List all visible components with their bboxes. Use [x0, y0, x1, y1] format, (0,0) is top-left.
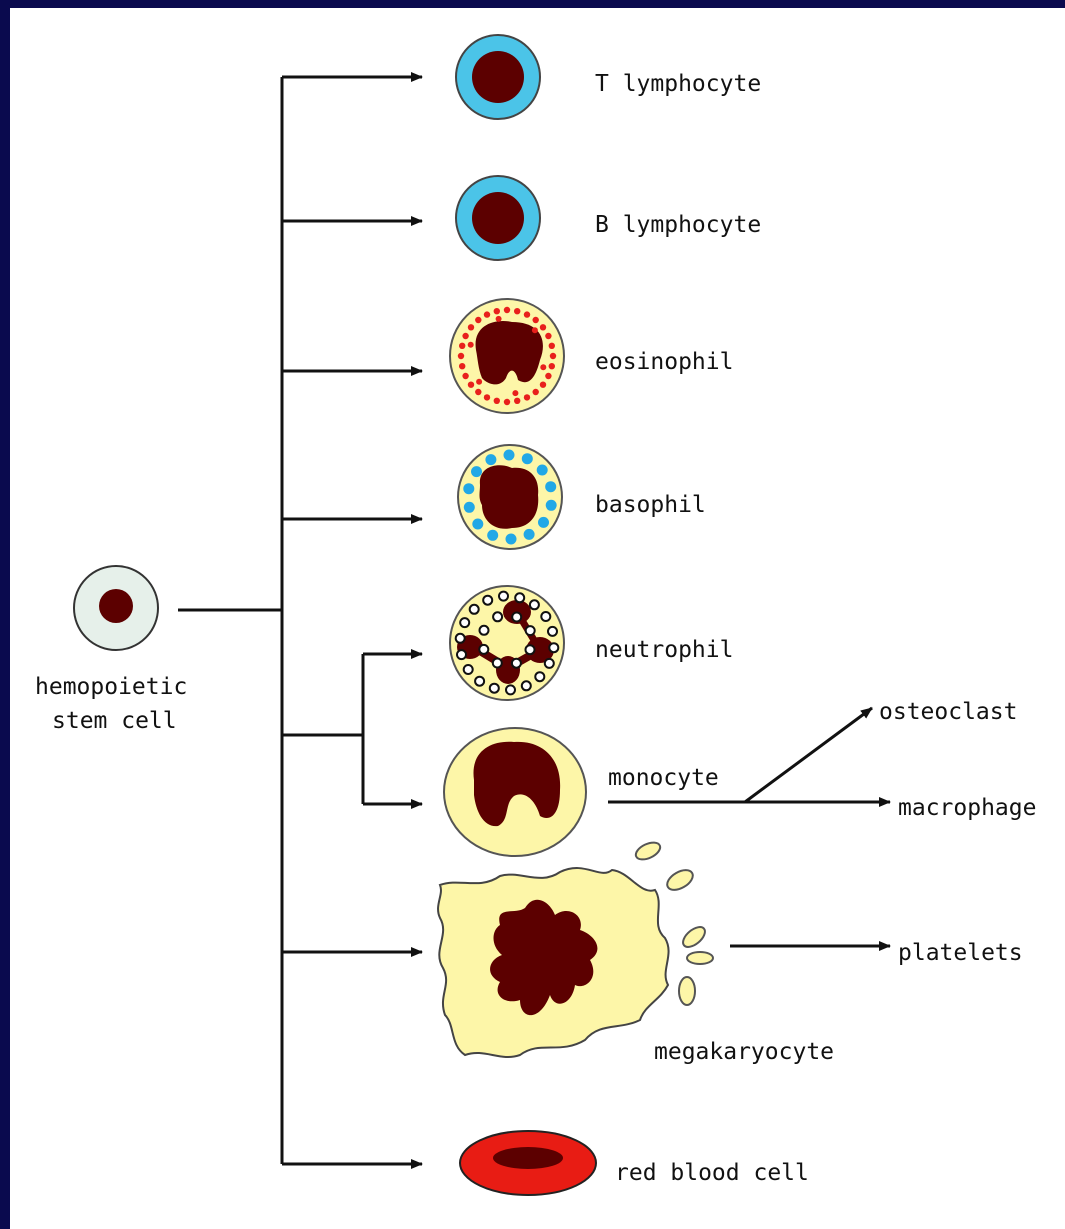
granule [457, 650, 466, 659]
granule [532, 327, 538, 333]
red-blood-cell [460, 1131, 596, 1195]
platelets-label: platelets [898, 942, 1023, 965]
granule [548, 627, 557, 636]
red-blood-cell-label: red blood cell [615, 1162, 809, 1185]
granule [493, 659, 502, 668]
granule [545, 481, 556, 492]
basophil-label: basophil [595, 494, 706, 517]
granule [475, 677, 484, 686]
granule [522, 453, 533, 464]
granule [506, 534, 517, 545]
granule [533, 317, 539, 323]
granule [490, 684, 499, 693]
granule [499, 592, 508, 601]
granule [468, 342, 474, 348]
monocyte-cell [444, 728, 586, 856]
granule [484, 394, 490, 400]
monocyte-label: monocyte [608, 767, 719, 790]
granule [526, 626, 535, 635]
granule [545, 373, 551, 379]
granule [468, 324, 474, 330]
granule [476, 379, 482, 385]
granule [494, 398, 500, 404]
granule [526, 645, 535, 654]
granule [535, 672, 544, 681]
granule [487, 530, 498, 541]
granule [485, 454, 496, 465]
granule [545, 659, 554, 668]
granule [475, 317, 481, 323]
eosinophil-label: eosinophil [595, 351, 733, 374]
granule [464, 665, 473, 674]
granule [546, 500, 557, 511]
hematopoiesis-diagram [10, 8, 1065, 1229]
granule [479, 645, 488, 654]
granule [550, 353, 556, 359]
diagram-panel: hemopoietic stem cell T lymphocyte B lym… [10, 8, 1065, 1229]
megakaryocyte-label: megakaryocyte [654, 1041, 834, 1064]
granule [540, 364, 546, 370]
granule [504, 307, 510, 313]
granule [464, 502, 475, 513]
granule [475, 389, 481, 395]
granule [504, 450, 515, 461]
granule [468, 382, 474, 388]
granule [540, 324, 546, 330]
neutrophil-label: neutrophil [595, 639, 733, 662]
granule [524, 311, 530, 317]
granule [512, 659, 521, 668]
megakaryocyte-cell [438, 839, 713, 1057]
granule [460, 618, 469, 627]
granule [462, 333, 468, 339]
granule [515, 593, 524, 602]
stem-cell-label-line2: stem cell [52, 710, 177, 733]
granule [462, 373, 468, 379]
granule [538, 517, 549, 528]
granule [514, 398, 520, 404]
arrow-osteoclast [745, 708, 872, 802]
granule [549, 643, 558, 652]
granule [459, 363, 465, 369]
granule [463, 483, 474, 494]
b-lymphocyte-cell [456, 176, 540, 260]
macrophage-label: macrophage [898, 797, 1036, 820]
granule [506, 685, 515, 694]
b-lymphocyte-label: B lymphocyte [595, 214, 761, 237]
osteoclast-label: osteoclast [879, 701, 1017, 724]
granule [524, 529, 535, 540]
granule [530, 600, 539, 609]
granule [470, 605, 479, 614]
granule [458, 353, 464, 359]
granule [524, 394, 530, 400]
basophil-cell [458, 445, 562, 549]
granule [471, 466, 482, 477]
granule [540, 382, 546, 388]
granule [522, 681, 531, 690]
t-lymphocyte-label: T lymphocyte [595, 73, 761, 96]
granule [512, 390, 518, 396]
granule [496, 316, 502, 322]
granule [456, 634, 465, 643]
granule [504, 399, 510, 405]
granule [484, 311, 490, 317]
granule [533, 389, 539, 395]
granule [549, 343, 555, 349]
granule [545, 333, 551, 339]
granule [493, 612, 502, 621]
granule [480, 626, 489, 635]
granule [483, 596, 492, 605]
granule [512, 613, 521, 622]
granule [459, 343, 465, 349]
stem-cell [74, 566, 158, 650]
granule [541, 612, 550, 621]
eosinophil-cell [450, 299, 564, 413]
granule [537, 465, 548, 476]
t-lymphocyte-cell [456, 35, 540, 119]
granule [514, 308, 520, 314]
neutrophil-cell [450, 586, 564, 700]
stem-cell-label-line1: hemopoietic [35, 676, 187, 699]
granule [494, 308, 500, 314]
granule [472, 519, 483, 530]
granule [549, 363, 555, 369]
